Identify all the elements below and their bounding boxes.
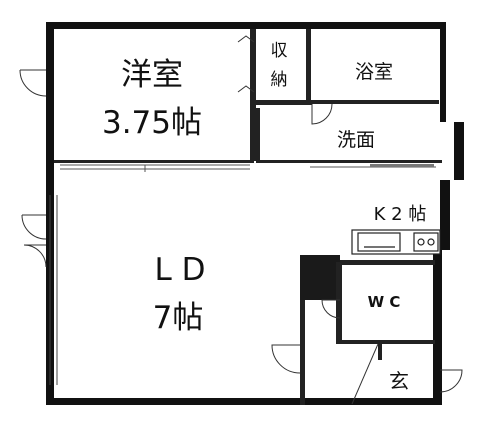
- ld-door: [271, 344, 301, 374]
- balcony-door-top: [19, 69, 47, 97]
- balcony-door-mid: [21, 214, 47, 240]
- wc-door: [321, 299, 341, 319]
- balcony-door-low: [23, 244, 47, 268]
- ld-size: 7帖: [153, 300, 204, 336]
- storage-label-2: 納: [271, 70, 288, 90]
- window: [49, 195, 58, 385]
- interior-walls: [54, 29, 442, 405]
- western-room-size: 3.75帖: [102, 105, 202, 141]
- front-door: [439, 369, 463, 393]
- wc-label: W C: [368, 293, 401, 311]
- ld-name: L D: [155, 252, 206, 288]
- sink-icon: [357, 232, 401, 252]
- storage-label-1: 収: [271, 41, 288, 61]
- entrance-door: [351, 343, 379, 405]
- door-swings: [19, 69, 463, 405]
- stove-icon: [413, 232, 439, 252]
- washroom-door: [311, 103, 333, 125]
- western-room-name: 洋室: [121, 57, 183, 93]
- washroom-label: 洗面: [337, 129, 375, 151]
- kitchen-label: K 2 帖: [374, 204, 427, 225]
- storage-marks: [237, 35, 255, 93]
- bathroom-label: 浴室: [355, 61, 393, 83]
- entrance-label: 玄: [389, 369, 409, 393]
- vanity: [370, 164, 434, 167]
- kitchen-counter: [351, 229, 441, 255]
